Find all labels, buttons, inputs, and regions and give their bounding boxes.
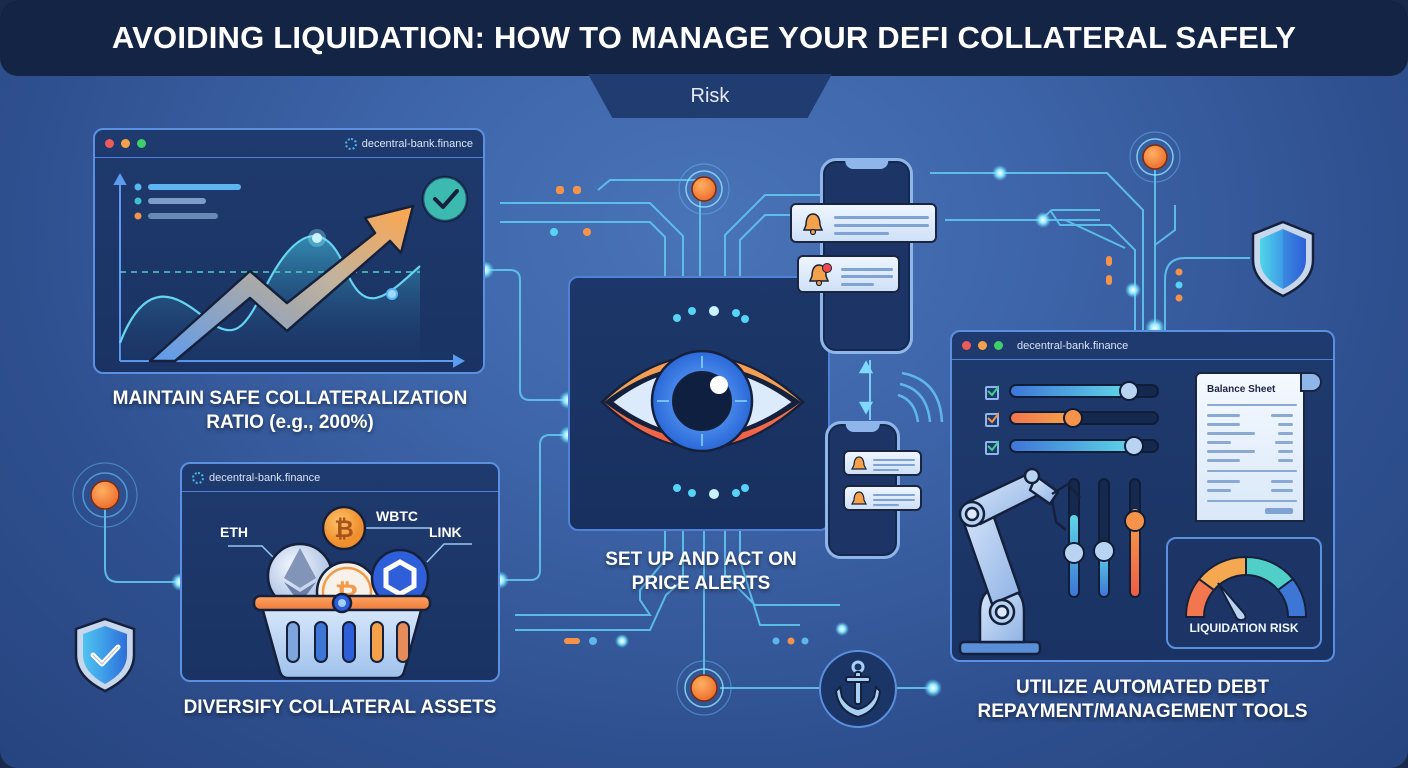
bell-icon [802,213,824,236]
bell-icon [851,456,867,470]
asset-label-wbtc: WBTC [376,508,418,524]
ltv-slider-1[interactable] [1009,381,1159,401]
receipt-title: Balance Sheet [1207,384,1276,395]
balance-sheet-receipt: Balance Sheet [1195,372,1305,522]
browser-titlebar: decentral-bank.finance [95,130,483,158]
asset-label-link: LINK [429,524,462,540]
ratio-caption-line1: MAINTAIN SAFE COLLATERALIZATION [112,388,468,409]
site-url: decentral-bank.finance [1017,339,1129,352]
maximize-dot-icon [994,341,1003,350]
browser-titlebar: decentral-bank.finance [182,464,498,492]
bell-icon [851,491,867,505]
eye-icon [600,306,805,499]
vertical-slider-2[interactable] [1093,478,1115,598]
slider-knob[interactable] [1124,436,1144,456]
shield-icon [1251,220,1315,298]
ratio-browser-window: decentral-bank.finance [93,128,485,374]
signal-node-icon [72,131,1181,716]
bell-alert-icon [808,263,832,287]
bitcoin-coin-icon: ₿ [321,505,367,551]
site-url: decentral-bank.finance [361,137,473,150]
phone-notch [845,424,880,432]
site-logo-icon [192,471,204,484]
alerts-caption-line1: SET UP AND ACT ON [605,549,797,570]
slider-knob[interactable] [1063,542,1085,564]
minimize-dot-icon [978,341,987,350]
checkbox-checked[interactable] [985,440,999,455]
ratio-caption: MAINTAIN SAFE COLLATERALIZATION RATIO (e… [60,387,520,435]
vertical-slider-1[interactable] [1063,478,1085,598]
ltv-slider-2[interactable] [1009,408,1159,428]
asset-basket-graphic: ₿ ₿ [228,505,472,680]
checkbox-checked[interactable] [985,412,999,427]
close-dot-icon [962,341,971,350]
automation-browser-window: decentral-bank.finance [950,330,1335,662]
chainlink-coin-icon [370,548,430,608]
automation-caption-line1: UTILIZE AUTOMATED DEBT [1016,677,1269,698]
diversify-caption: DIVERSIFY COLLATERAL ASSETS [183,697,497,718]
slider-knob[interactable] [1119,381,1139,401]
ltv-slider-3[interactable] [1009,436,1159,456]
alerts-caption-line2: PRICE ALERTS [631,573,771,594]
liquidation-risk-gauge: LIQUIDATION RISK [1166,537,1322,649]
robot-arm-icon [958,467,1081,656]
phone-notch [844,161,889,169]
browser-titlebar: decentral-bank.finance [952,332,1333,360]
title-banner: AVOIDING LIQUIDATION: HOW TO MANAGE YOUR… [0,0,1408,76]
ratio-caption-line2: RATIO (e.g., 200%) [206,412,374,433]
automation-caption: UTILIZE AUTOMATED DEBT REPAYMENT/MANAGEM… [950,676,1335,724]
checkmark-badge-icon [421,175,469,223]
gauge-label: LIQUIDATION RISK [1189,621,1299,635]
alert-notification [797,255,900,293]
alert-notification [790,203,937,243]
slider-knob[interactable] [1063,408,1083,428]
slider-knob[interactable] [1124,510,1146,532]
price-alerts-panel [568,276,830,531]
alert-notification [843,450,922,476]
asset-label-eth: ETH [220,524,248,540]
vertical-slider-3[interactable] [1124,478,1146,598]
alert-notification [843,485,922,511]
svg-text:₿: ₿ [334,516,354,543]
close-dot-icon [105,139,114,148]
ratio-chart-graphic [113,172,469,368]
maximize-dot-icon [137,139,146,148]
receipt-curl [1300,372,1322,392]
slider-knob[interactable] [1093,540,1115,562]
anchor-icon [819,650,897,728]
gauge-icon [1184,555,1308,622]
site-logo-icon [344,137,357,150]
checkbox-checked[interactable] [985,385,999,400]
diversify-browser-window: decentral-bank.finance [180,462,500,682]
category-tag: Risk [588,74,832,118]
minimize-dot-icon [121,139,130,148]
page-title: AVOIDING LIQUIDATION: HOW TO MANAGE YOUR… [111,20,1297,55]
shield-check-icon [74,617,136,693]
site-url: decentral-bank.finance [209,471,321,484]
alerts-caption: SET UP AND ACT ON PRICE ALERTS [570,548,832,596]
category-tag-label: Risk [690,84,730,107]
automation-caption-line2: REPAYMENT/MANAGEMENT TOOLS [977,701,1308,722]
